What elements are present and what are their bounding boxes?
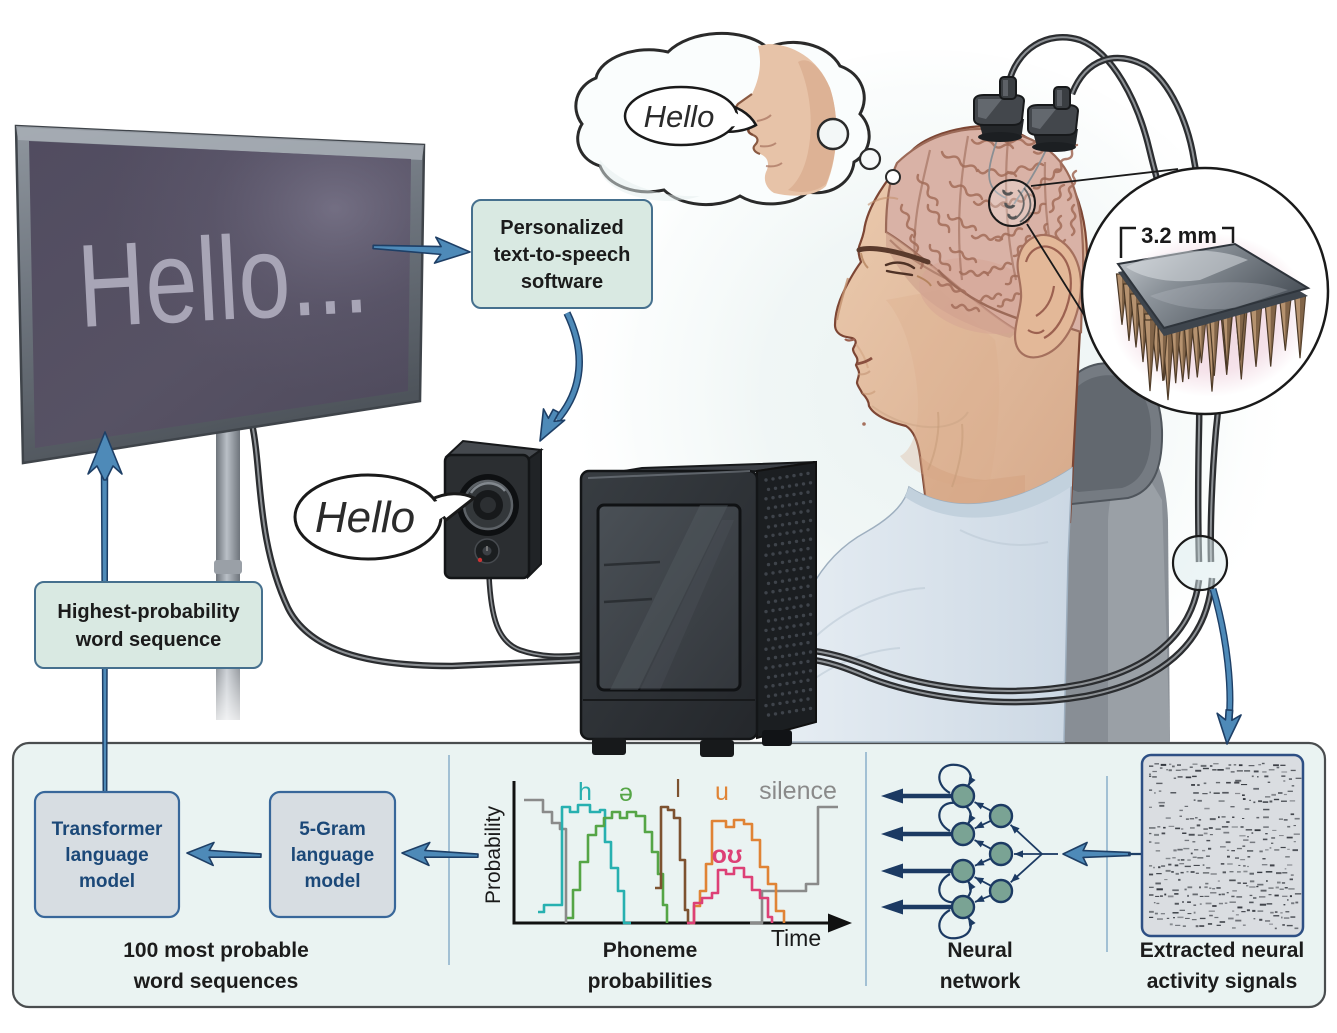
svg-text:u: u (715, 778, 729, 806)
svg-text:Hello...: Hello... (74, 206, 371, 353)
svg-text:3.2 mm: 3.2 mm (1141, 223, 1217, 248)
svg-text:5-Gram: 5-Gram (299, 819, 366, 840)
svg-text:language: language (65, 845, 148, 866)
svg-text:model: model (305, 871, 361, 892)
svg-text:text-to-speech: text-to-speech (494, 244, 631, 266)
svg-text:Extracted neural: Extracted neural (1140, 939, 1305, 962)
svg-text:word sequence: word sequence (75, 629, 222, 651)
svg-text:probabilities: probabilities (588, 970, 713, 993)
svg-text:Hello: Hello (315, 493, 415, 542)
svg-text:Neural: Neural (947, 939, 1012, 962)
svg-text:Transformer: Transformer (52, 819, 163, 840)
svg-text:activity signals: activity signals (1147, 970, 1298, 993)
svg-text:ə: ə (619, 779, 633, 807)
svg-text:Personalized: Personalized (500, 217, 623, 239)
svg-text:Probability: Probability (482, 805, 505, 904)
svg-text:word sequences: word sequences (133, 970, 299, 993)
svg-text:100 most probable: 100 most probable (123, 939, 309, 962)
svg-text:Time: Time (771, 925, 821, 951)
svg-text:model: model (79, 871, 135, 892)
svg-text:Phoneme: Phoneme (603, 939, 698, 962)
svg-text:oʊ: oʊ (712, 841, 743, 869)
svg-text:h: h (578, 778, 592, 806)
svg-text:language: language (291, 845, 374, 866)
svg-text:silence: silence (759, 777, 837, 805)
svg-text:l: l (675, 775, 681, 803)
svg-text:Hello: Hello (644, 99, 715, 134)
svg-text:network: network (940, 970, 1021, 993)
svg-text:Highest-probability: Highest-probability (57, 601, 240, 623)
svg-text:software: software (521, 271, 603, 293)
